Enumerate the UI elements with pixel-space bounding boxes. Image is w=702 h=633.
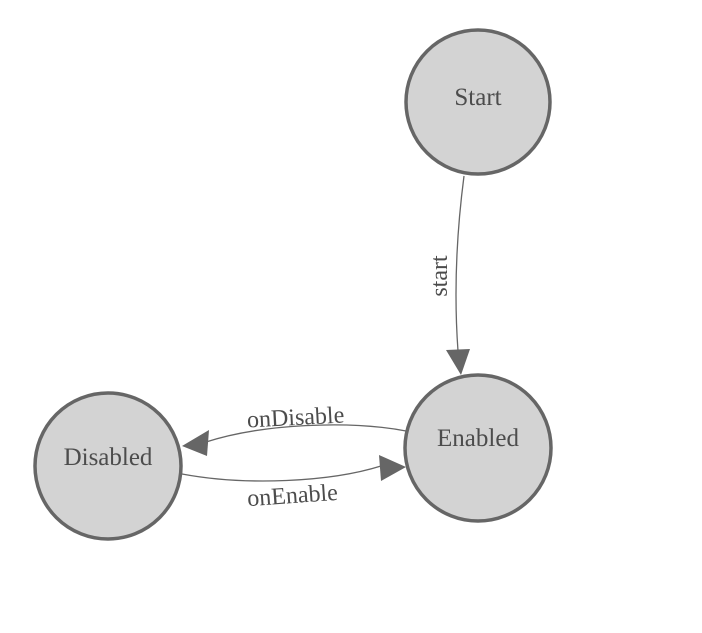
edge-disabled-to-enabled: onEnable [181, 455, 406, 512]
node-enabled-circle[interactable] [403, 373, 553, 523]
edge-label-start: start [427, 255, 453, 297]
node-disabled-circle[interactable] [33, 391, 183, 541]
edge-enabled-to-disabled-line [205, 424, 407, 443]
arrowhead-start-to-enabled [446, 349, 470, 375]
edge-start-to-enabled: start [427, 175, 470, 375]
edge-start-to-enabled-line [455, 175, 465, 352]
node-disabled-label: Disabled [64, 444, 153, 471]
edge-label-ondisable: onDisable [246, 402, 345, 433]
node-start-circle[interactable] [404, 28, 552, 176]
node-enabled[interactable]: Enabled [403, 373, 553, 523]
edge-label-onenable: onEnable [246, 480, 338, 512]
node-start-label: Start [454, 84, 501, 111]
arrowhead-enabled-to-disabled [182, 430, 209, 456]
edge-disabled-to-enabled-line [181, 465, 382, 482]
node-enabled-label: Enabled [437, 425, 519, 452]
edge-enabled-to-disabled: onDisable [182, 402, 407, 456]
arrowhead-disabled-to-enabled [379, 455, 406, 481]
node-start[interactable]: Start [404, 28, 552, 176]
node-disabled[interactable]: Disabled [33, 391, 183, 541]
